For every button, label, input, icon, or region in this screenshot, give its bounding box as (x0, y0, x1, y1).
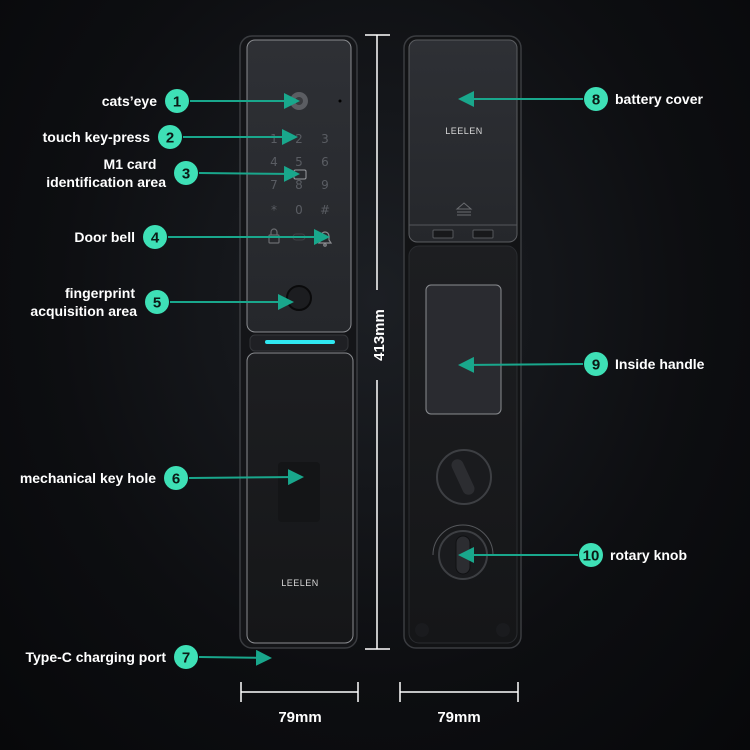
keypad-key: 2 (295, 132, 303, 146)
callout-number: 10 (583, 548, 600, 565)
callout-arrow (198, 165, 300, 182)
callout-number: 3 (182, 166, 190, 183)
height-label: 413mm (371, 309, 388, 361)
callout-number: 1 (173, 94, 181, 111)
callout-label-line2: acquisition area (30, 303, 137, 319)
callout-number: 6 (172, 471, 180, 488)
keypad-key: 6 (321, 155, 329, 169)
callout-1: 1 cats’eye (102, 89, 300, 113)
lock-button (432, 229, 454, 239)
keypad-key: * (271, 203, 277, 217)
callout-arrow (188, 469, 304, 486)
front-lock: 1 2 3 4 5 6 7 8 9 * 0 # LEELEN (239, 35, 358, 649)
back-lock: LEELEN (403, 35, 522, 649)
callout-4: 4 Door bell (74, 225, 330, 249)
callout-label-line1: M1 card (104, 156, 157, 172)
front-logo: LEELEN (281, 578, 319, 588)
callout-badge (174, 645, 198, 669)
callout-6: 6 mechanical key hole (20, 466, 304, 490)
lock-icon (268, 228, 280, 244)
callout-badge (158, 125, 182, 149)
inside-handle (425, 284, 502, 415)
callout-number: 7 (182, 650, 190, 667)
callout-number: 9 (592, 357, 600, 374)
keypad: 1 2 3 4 5 6 7 8 9 * 0 # (270, 132, 330, 217)
callout-badge (584, 87, 608, 111)
sensor-dot (338, 99, 342, 103)
height-dimension (240, 34, 519, 702)
back-logo: LEELEN (445, 126, 483, 136)
callout-label: Inside handle (615, 356, 705, 372)
callout-badge (165, 89, 189, 113)
keypad-key: # (320, 203, 330, 217)
callout-7: 7 Type-C charging port (25, 645, 272, 669)
callout-2: 2 touch key-press (43, 125, 298, 149)
back-width-label: 79mm (437, 709, 480, 726)
callout-number: 2 (166, 130, 174, 147)
callout-badge (143, 225, 167, 249)
callout-number: 8 (592, 92, 600, 109)
callout-5: 5 fingerprint acquisition area (30, 285, 294, 319)
callout-badge (579, 543, 603, 567)
keypad-key: 4 (270, 155, 278, 169)
front-top-panel (246, 39, 352, 333)
callout-label: cats’eye (102, 93, 157, 109)
callout-9: 9 Inside handle (458, 352, 705, 376)
callout-badge (164, 466, 188, 490)
keypad-key: 5 (295, 155, 303, 169)
battery-cover (408, 39, 518, 243)
callout-label: rotary knob (610, 547, 687, 563)
eject-icon (455, 202, 473, 216)
keypad-key: 9 (321, 178, 329, 192)
keypad-key: 1 (270, 132, 278, 146)
callout-arrow (458, 356, 584, 373)
front-width-label: 79mm (278, 709, 321, 726)
callout-label-line2: identification area (46, 174, 166, 190)
callout-badge (145, 290, 169, 314)
callout-badge (174, 161, 198, 185)
fingerprint-sensor (286, 285, 312, 311)
keypad-key: 0 (295, 203, 303, 217)
key-hole-cover (278, 462, 320, 522)
callout-label: Type-C charging port (25, 649, 166, 665)
callout-label: battery cover (615, 91, 703, 107)
callout-number: 5 (153, 295, 161, 312)
callout-number: 4 (151, 230, 160, 247)
unlock-button (472, 229, 494, 239)
callout-label: Door bell (74, 229, 135, 245)
callout-label: mechanical key hole (20, 470, 156, 486)
callout-label: touch key-press (43, 129, 151, 145)
callout-badge (584, 352, 608, 376)
keypad-key: 8 (295, 178, 303, 192)
callout-arrow (198, 649, 272, 666)
keypad-key: 3 (321, 132, 329, 146)
callout-label-line1: fingerprint (65, 285, 135, 301)
callouts: 1 cats’eye 2 touch key-press 3 M1 card identif… (20, 87, 705, 669)
light-bar (265, 340, 335, 344)
callout-3: 3 M1 card identification area (46, 156, 300, 190)
callout-10: 10 rotary knob (458, 543, 687, 567)
keypad-key: 7 (270, 178, 278, 192)
callout-8: 8 battery cover (458, 87, 703, 111)
